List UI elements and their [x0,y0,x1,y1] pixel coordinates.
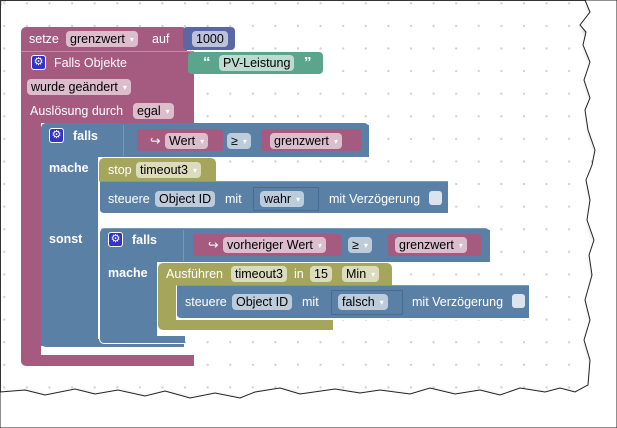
else-label: sonst [49,232,83,246]
trigger-by-dropdown[interactable]: egal▾ [133,103,174,119]
chevron-down-icon: ▾ [129,35,134,44]
chevron-down-icon: ▾ [242,137,247,146]
quote-open: “ [203,54,211,71]
execute-label: Ausführen [166,267,223,281]
stop-label: stop [108,163,132,177]
auf-label: auf [152,32,170,46]
object-name-field[interactable]: PV-Leistung [219,55,295,71]
value-dropdown[interactable]: Wert▾ [165,133,209,149]
chevron-down-icon: ▾ [200,137,205,146]
event-block-spine [21,121,41,356]
set-label: setze [29,32,59,46]
if-else-block-spine [41,156,98,346]
set-timeout-block-spine [158,284,176,321]
chevron-down-icon: ▾ [122,83,127,92]
return-arrow-icon: ↪ [150,134,161,148]
gear-icon[interactable]: ⚙ [108,232,123,247]
if-label: falls [132,233,158,247]
operator-dropdown[interactable]: ≥▾ [348,237,372,253]
chevron-down-icon: ▾ [379,298,384,307]
change-mode-dropdown[interactable]: wurde geändert▾ [27,79,131,95]
trigger-title: Falls Objekte [54,56,127,70]
variable-dropdown[interactable]: grenzwert▾ [270,133,342,149]
time-unit-dropdown[interactable]: Min▾ [342,266,380,282]
return-arrow-icon: ↪ [208,238,219,252]
chevron-down-icon: ▾ [165,107,170,116]
chevron-down-icon: ▾ [192,166,197,175]
gear-icon[interactable]: ⚙ [31,55,46,70]
timeout-amount-field[interactable]: 15 [310,266,332,282]
quote-close: ” [304,54,312,71]
nested-if-block-footer [99,336,185,344]
delay-label: mit Verzögerung [329,192,421,206]
delay-checkbox[interactable] [429,191,442,205]
chevron-down-icon: ▾ [458,241,463,250]
timeout-name-field[interactable]: timeout3 [231,266,287,282]
trigger-by-label: Auslösung durch [30,104,124,118]
do-label: mache [108,266,148,280]
chevron-down-icon: ▾ [296,195,301,204]
do-label: mache [49,161,89,175]
chevron-down-icon: ▾ [371,270,376,279]
object-id-field[interactable]: Object ID [232,294,293,310]
control-label: steuere [185,295,227,309]
number-field[interactable]: 1000 [192,31,228,47]
event-block-footer [21,355,194,366]
value-dropdown[interactable]: vorheriger Wert▾ [223,237,326,253]
object-id-field[interactable]: Object ID [155,191,216,207]
variable-dropdown[interactable]: grenzwert▾ [66,31,138,47]
boolean-dropdown[interactable]: falsch▾ [338,294,388,310]
chevron-down-icon: ▾ [317,241,322,250]
gear-icon[interactable]: ⚙ [49,128,64,143]
variable-dropdown[interactable]: grenzwert▾ [395,237,467,253]
control-label: steuere [108,192,150,206]
with-label: mit [225,192,242,206]
set-timeout-block-footer [158,320,333,330]
timeout-dropdown[interactable]: timeout3▾ [136,162,201,178]
chevron-down-icon: ▾ [363,241,368,250]
delay-checkbox[interactable] [512,294,525,308]
if-label: falls [73,129,99,143]
chevron-down-icon: ▾ [333,137,338,146]
with-label: mit [302,295,319,309]
operator-dropdown[interactable]: ≥▾ [227,133,251,149]
delay-label: mit Verzögerung [412,295,504,309]
blockly-workspace[interactable]: setze grenzwert▾ auf 1000 ⚙ Falls Objekt… [0,0,599,399]
boolean-dropdown[interactable]: wahr▾ [260,191,305,207]
in-label: in [294,267,304,281]
